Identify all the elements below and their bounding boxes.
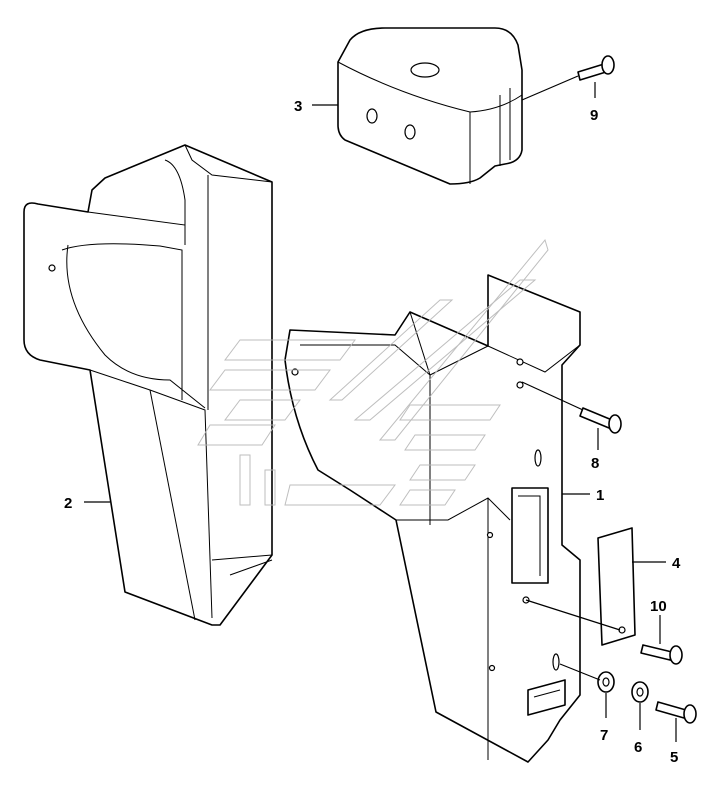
part-8-bolt: [579, 407, 622, 434]
callout-2: 2: [64, 495, 72, 512]
callout-3: 3: [294, 98, 302, 115]
part-4-plate: [597, 527, 636, 646]
callout-5: 5: [670, 749, 678, 766]
callout-labels: 3 9 2 1 4 8 10 7 6 5: [64, 98, 681, 766]
part-3-block: [337, 27, 523, 185]
part-6-washer: [631, 681, 649, 703]
part-1-main-panel: [284, 274, 581, 763]
callout-7: 7: [600, 727, 608, 744]
part-2-left-cover: [23, 144, 273, 626]
callout-1: 1: [596, 487, 604, 504]
callout-8: 8: [591, 455, 599, 472]
leader-lines: [84, 75, 677, 742]
part-7-washer: [597, 671, 615, 693]
part-5-bolt: [655, 701, 697, 724]
watermark-logo: [197, 238, 549, 506]
callout-9: 9: [590, 107, 598, 124]
callout-10: 10: [650, 598, 667, 615]
part-10-bolt: [640, 644, 683, 665]
callout-4: 4: [672, 555, 681, 572]
part-9-bolt: [577, 55, 615, 81]
callout-6: 6: [634, 739, 642, 756]
